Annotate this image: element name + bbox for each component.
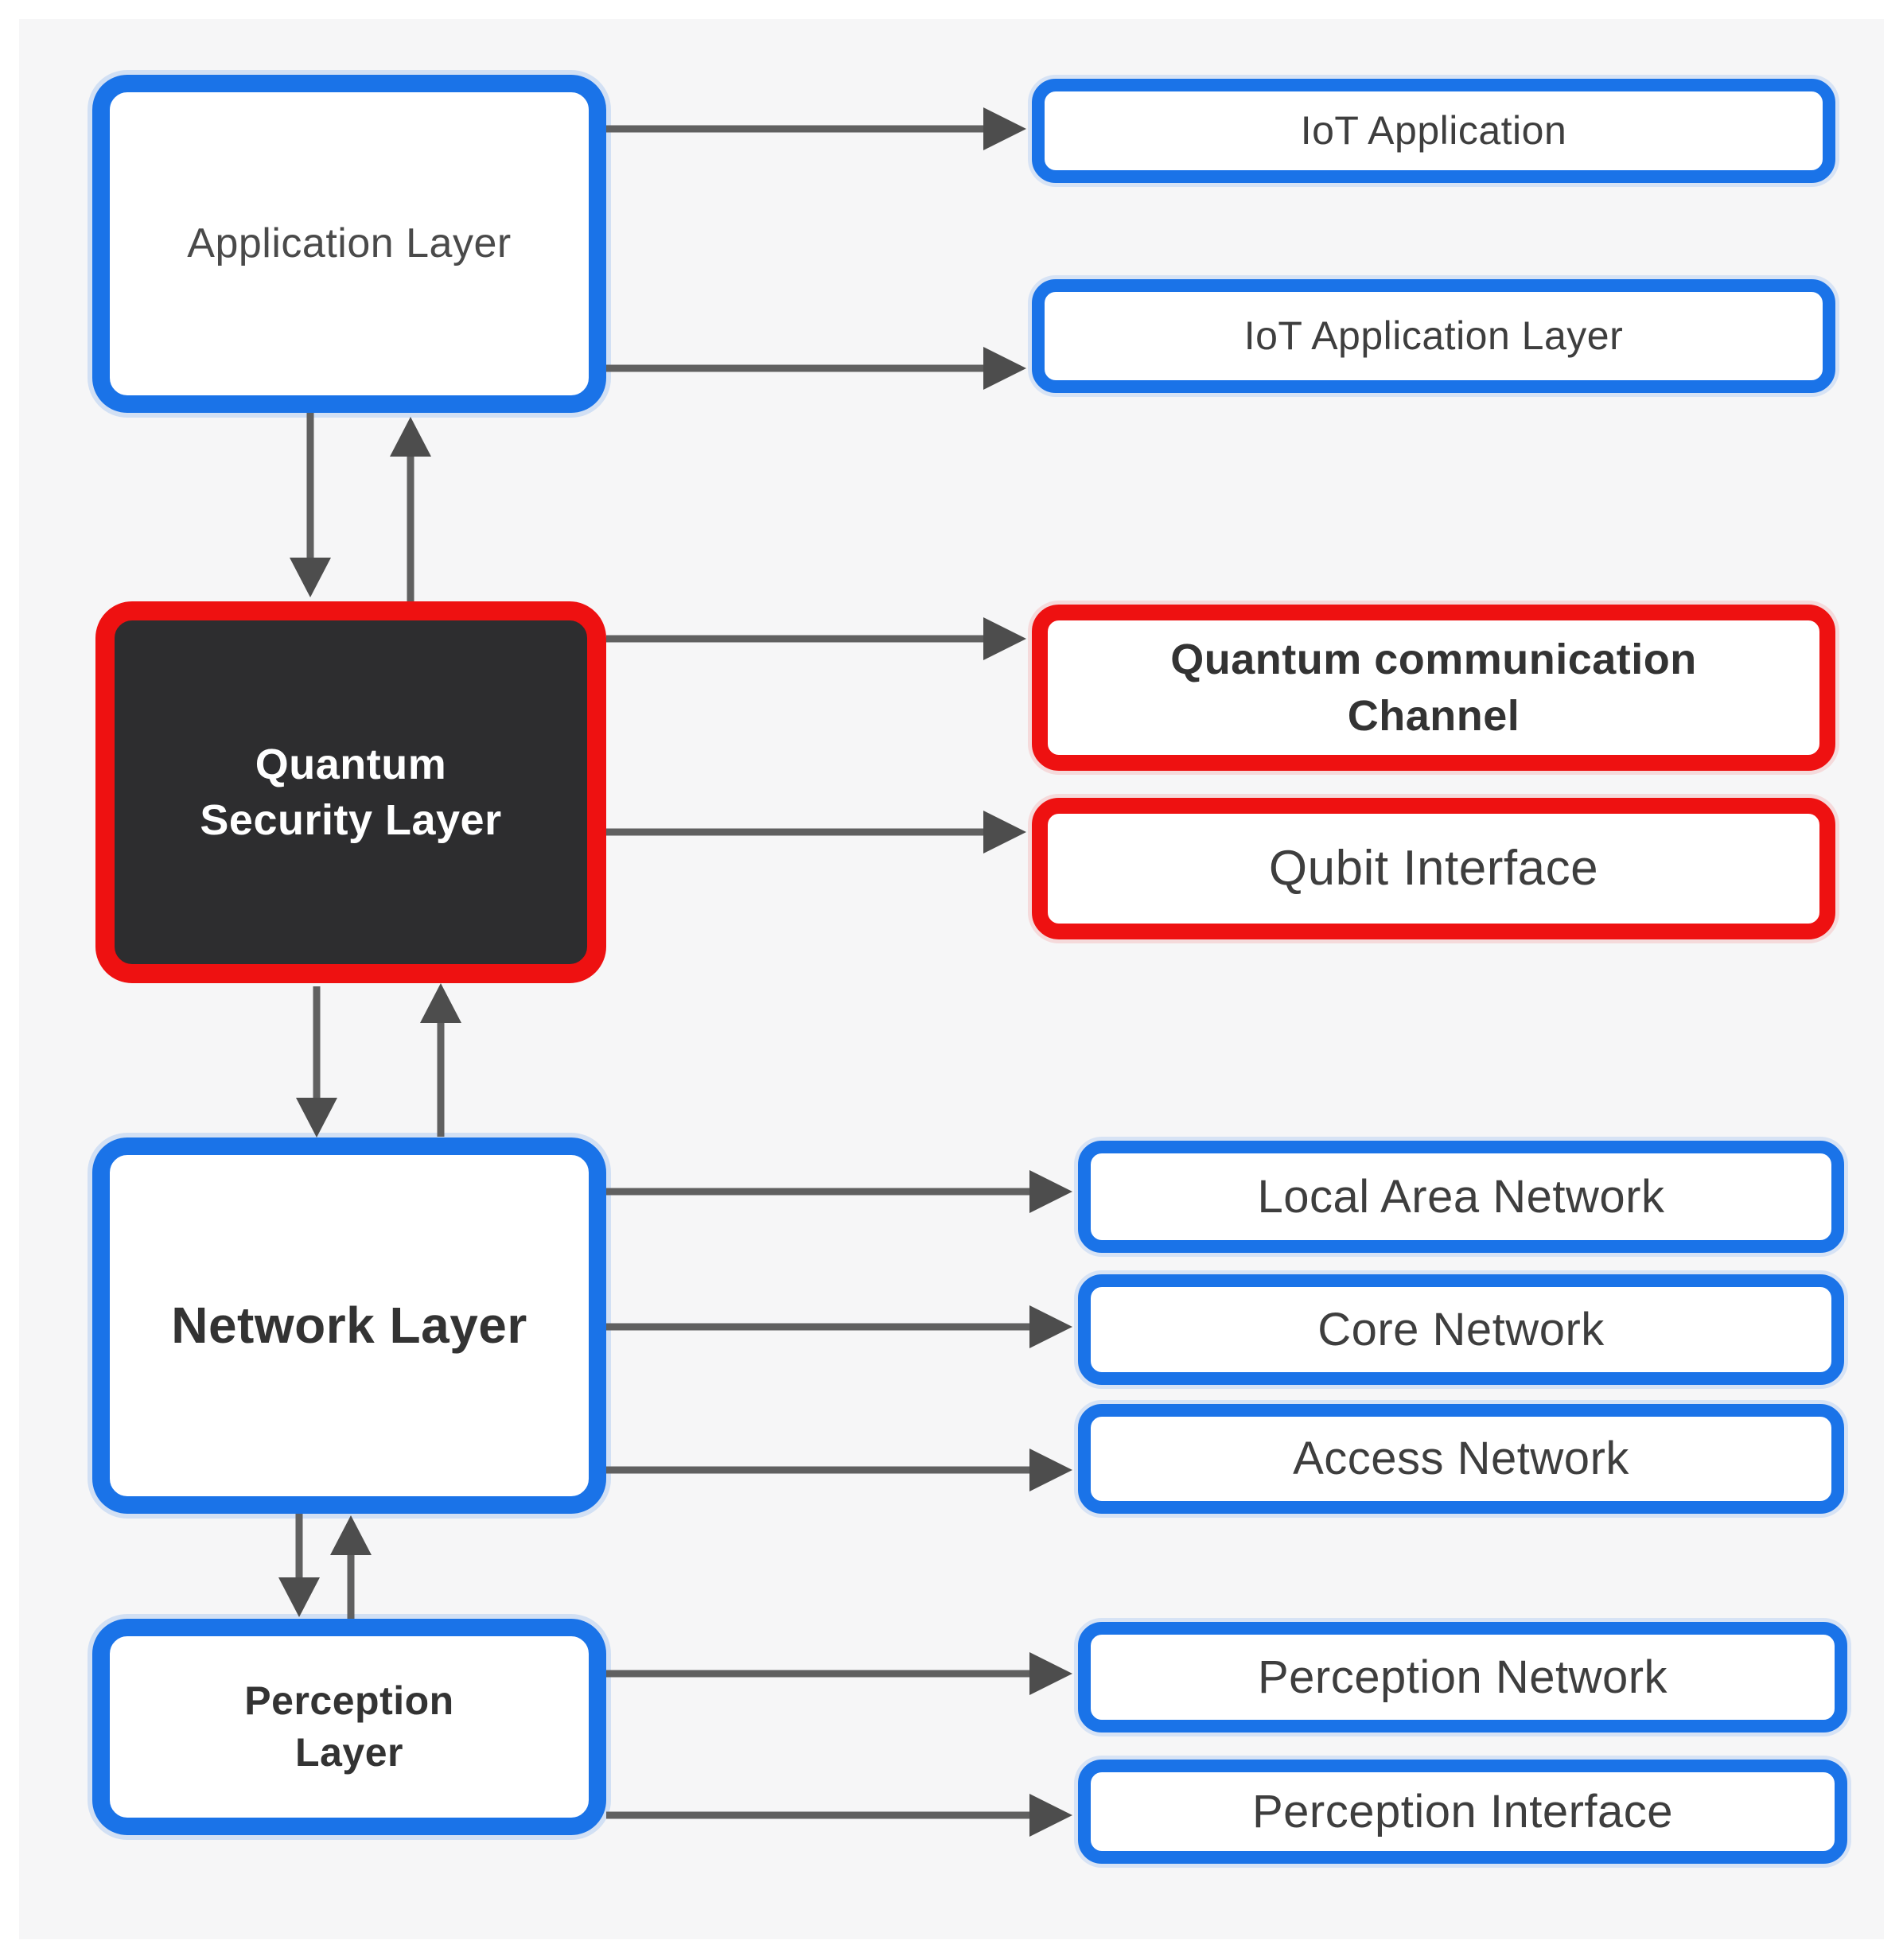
qubit-interface-label: Qubit Interface — [1268, 840, 1599, 896]
network-layer-node: Network Layer — [92, 1138, 606, 1514]
quantum-communication-channel-label: Quantum communication Channel — [1170, 636, 1697, 740]
arrow-line — [437, 1018, 445, 1137]
arrow-network-up-to-quantum-security — [420, 983, 461, 1137]
diagram-canvas: Application Layer Quantum Security Layer… — [19, 19, 1884, 1939]
arrow-line — [606, 1466, 1034, 1474]
arrow-head-right-icon — [983, 811, 1026, 854]
iot-application-node: IoT Application — [1032, 79, 1835, 183]
arrow-perception-to-perception-interface — [606, 1794, 1072, 1837]
arrow-network-to-core-network — [606, 1305, 1072, 1348]
arrow-head-right-icon — [1029, 1170, 1072, 1213]
arrow-application-to-iot-application — [606, 107, 1026, 150]
arrow-line — [606, 1670, 1034, 1678]
quantum-communication-channel-node: Quantum communication Channel — [1032, 605, 1835, 771]
arrow-line — [606, 635, 988, 643]
arrow-line — [606, 1811, 1034, 1819]
arrow-head-right-icon — [983, 347, 1026, 390]
arrow-quantum-security-to-quantum-communication-channel — [606, 617, 1026, 660]
arrow-head-right-icon — [983, 617, 1026, 660]
application-layer-label: Application Layer — [187, 220, 512, 266]
core-network-node: Core Network — [1078, 1274, 1844, 1385]
iot-application-layer-label: IoT Application Layer — [1243, 313, 1624, 358]
access-network-node: Access Network — [1078, 1404, 1844, 1514]
arrow-line — [606, 1323, 1034, 1331]
arrow-head-right-icon — [983, 107, 1026, 150]
arrow-quantum-security-down-to-network — [296, 986, 337, 1138]
arrow-quantum-security-to-qubit-interface — [606, 811, 1026, 854]
arrow-head-up-icon — [330, 1515, 372, 1555]
perception-layer-label: Perception Layer — [244, 1678, 454, 1775]
core-network-label: Core Network — [1317, 1303, 1605, 1355]
arrow-network-to-access-network — [606, 1449, 1072, 1491]
arrow-line — [606, 364, 988, 372]
arrow-head-up-icon — [420, 983, 461, 1023]
application-layer-node: Application Layer — [92, 75, 606, 413]
arrow-head-right-icon — [1029, 1652, 1072, 1695]
arrow-network-down-to-perception — [278, 1514, 320, 1617]
arrow-application-to-iot-application-layer — [606, 347, 1026, 390]
arrow-line — [407, 452, 414, 601]
arrow-line — [313, 986, 321, 1102]
perception-interface-node: Perception Interface — [1078, 1760, 1847, 1864]
local-area-network-label: Local Area Network — [1257, 1170, 1665, 1223]
arrow-network-to-local-area-network — [606, 1170, 1072, 1213]
arrow-application-down-to-quantum-security — [290, 413, 331, 597]
access-network-label: Access Network — [1293, 1433, 1629, 1485]
arrow-line — [606, 125, 988, 133]
arrow-head-right-icon — [1029, 1305, 1072, 1348]
arrow-head-down-icon — [290, 558, 331, 597]
network-layer-label: Network Layer — [171, 1296, 527, 1354]
qubit-interface-node: Qubit Interface — [1032, 798, 1835, 939]
perception-network-node: Perception Network — [1078, 1622, 1847, 1732]
iot-application-layer-node: IoT Application Layer — [1032, 279, 1835, 393]
arrow-head-right-icon — [1029, 1794, 1072, 1837]
arrow-line — [606, 1188, 1034, 1196]
arrow-quantum-security-up-to-application — [390, 417, 431, 601]
arrow-line — [306, 413, 314, 562]
iot-application-label: IoT Application — [1300, 108, 1567, 153]
arrow-head-right-icon — [1029, 1449, 1072, 1491]
perception-interface-label: Perception Interface — [1251, 1785, 1674, 1838]
quantum-security-layer-node: Quantum Security Layer — [95, 601, 606, 983]
arrow-perception-to-perception-network — [606, 1652, 1072, 1695]
arrow-line — [295, 1514, 303, 1582]
perception-layer-node: Perception Layer — [92, 1619, 606, 1835]
arrow-line — [347, 1550, 355, 1619]
arrow-perception-up-to-network — [330, 1515, 372, 1619]
local-area-network-node: Local Area Network — [1078, 1141, 1844, 1253]
arrow-head-up-icon — [390, 417, 431, 457]
perception-network-label: Perception Network — [1257, 1651, 1668, 1703]
arrow-line — [606, 828, 988, 836]
arrow-head-down-icon — [278, 1577, 320, 1617]
arrow-head-down-icon — [296, 1098, 337, 1138]
quantum-security-layer-label: Quantum Security Layer — [200, 740, 502, 844]
